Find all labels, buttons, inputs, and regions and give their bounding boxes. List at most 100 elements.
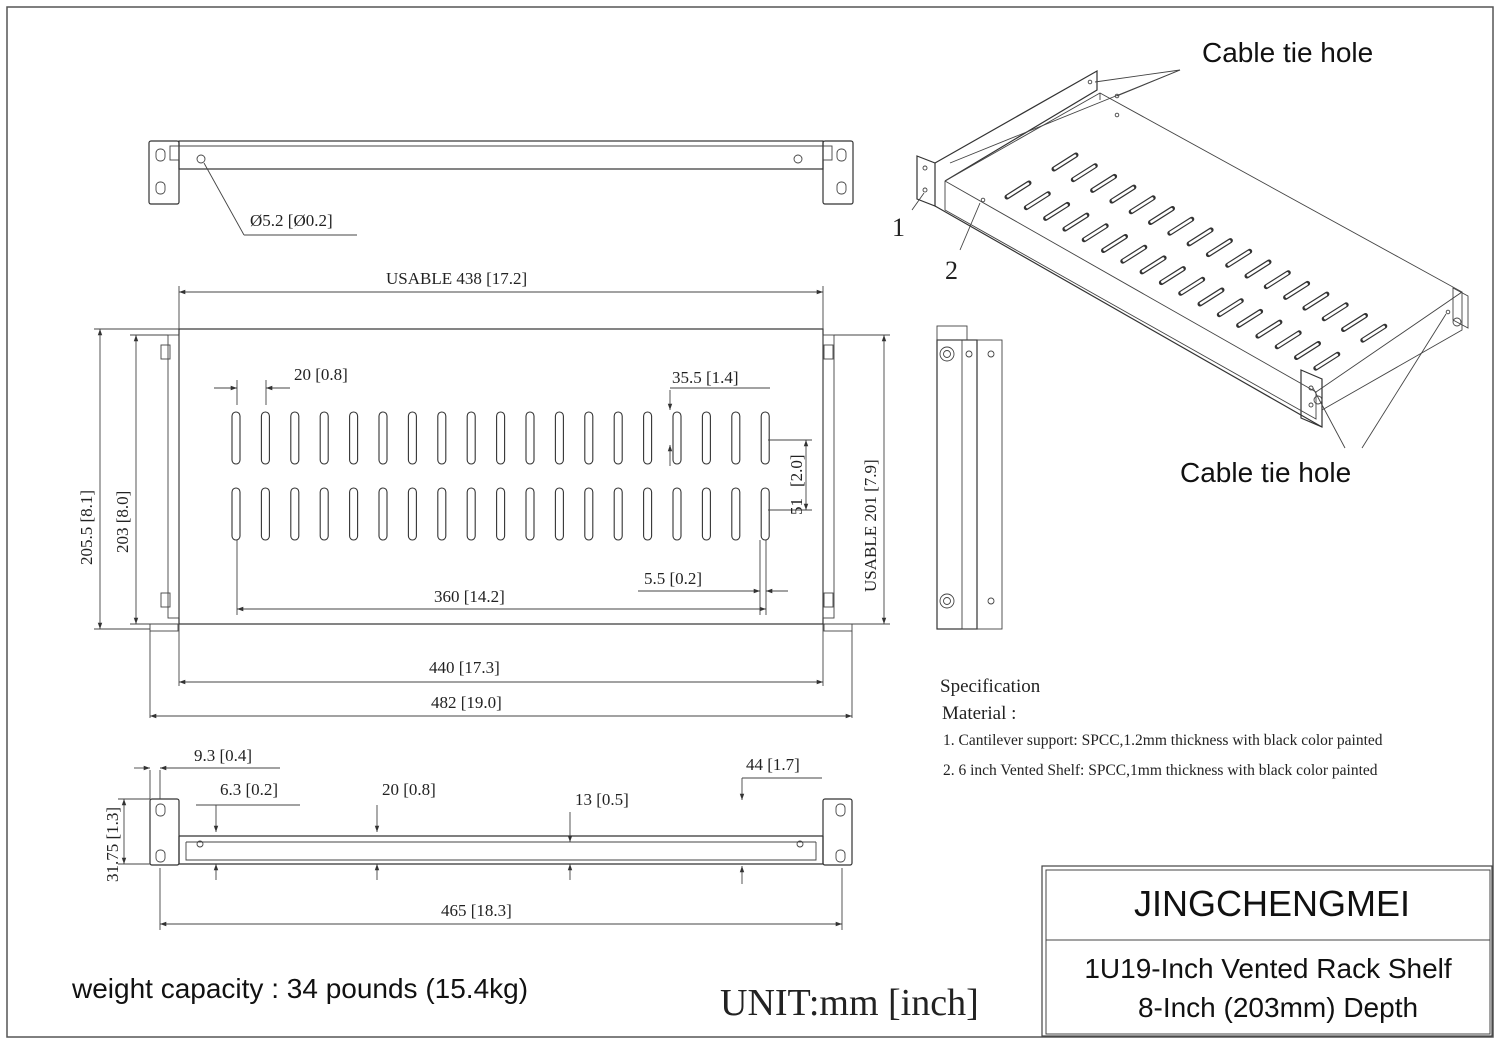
iso-vent-slot-inner [1208, 240, 1231, 256]
unit-label: UNIT:mm [inch] [720, 982, 979, 1024]
vent-slot [760, 487, 770, 541]
plan-view [149, 328, 853, 718]
title-brand: JINGCHENGMEI [1134, 883, 1410, 924]
vent-slot [672, 487, 682, 541]
callout-part-1: 1 [892, 213, 905, 242]
iso-vent-slot-inner [1315, 353, 1339, 369]
vent-slot [407, 487, 417, 541]
dim-inner-width: 440 [17.3] [429, 658, 500, 677]
iso-vent-slot-inner [1169, 218, 1193, 234]
vent-slot [584, 487, 594, 541]
vent-slot [349, 411, 359, 465]
dim-hole-diameter: Ø5.2 [Ø0.2] [250, 211, 333, 230]
iso-vent-slot-inner [1006, 182, 1030, 198]
vent-slot [437, 411, 447, 465]
iso-vent-slot-inner [1150, 207, 1173, 224]
iso-vent-slot-inner [1276, 332, 1300, 348]
top-view [148, 140, 854, 236]
iso-vent-slot-inner [1083, 225, 1107, 241]
iso-vent-slot-inner [1111, 186, 1135, 202]
front-view [149, 798, 853, 866]
iso-vent-slot-inner [1362, 325, 1386, 341]
vent-slot [525, 487, 535, 541]
iso-vent-slot-inner [1323, 304, 1347, 320]
vent-slot [496, 487, 506, 541]
vent-slot [260, 411, 270, 465]
iso-vent-slot-inner [1199, 289, 1223, 305]
iso-vent-slot-inner [1161, 267, 1184, 284]
vent-slot [760, 411, 770, 465]
iso-vent-slot-inner [1045, 203, 1068, 219]
dim-front-height: 44 [1.7] [746, 755, 800, 774]
title-block [1041, 865, 1493, 1037]
vent-slot [731, 487, 741, 541]
dim-front-spacing: 20 [0.8] [382, 780, 436, 799]
dim-slot-width: 20 [0.8] [294, 365, 348, 384]
dim-mount-span: 465 [18.3] [441, 901, 512, 920]
vent-slot [731, 411, 741, 465]
dim-gap: 5.5 [0.2] [644, 569, 702, 588]
dim-ear-hole: 6.3 [0.2] [220, 780, 278, 799]
dim-front-gap: 13 [0.5] [575, 790, 629, 809]
dim-slot-length: [2.0] [787, 454, 806, 487]
vent-slot [672, 411, 682, 465]
iso-vent-slot-inner [1141, 257, 1165, 273]
iso-vent-slot-inner [1266, 272, 1289, 288]
iso-vent-slot-inner [1026, 193, 1049, 209]
spec-material-label: Material : [942, 703, 1016, 724]
dim-slot-row-span: 51 [787, 498, 806, 515]
title-product-line1: 1U19-Inch Vented Rack Shelf [1084, 953, 1452, 984]
iso-vent-slot-inner [1257, 321, 1281, 337]
iso-vent-slot-inner [1296, 342, 1319, 359]
iso-vent-slot-inner [1064, 214, 1088, 230]
callout-cable-tie-bottom: Cable tie hole [1180, 457, 1351, 488]
iso-vent-slot-inner [1246, 261, 1270, 277]
vent-slot [378, 411, 388, 465]
front-dimensions [118, 765, 843, 930]
vent-slot [319, 411, 329, 465]
title-product-line2: 8-Inch (203mm) Depth [1138, 992, 1418, 1023]
isometric-view [911, 69, 1469, 449]
vent-slot [466, 411, 476, 465]
vent-slot [643, 411, 653, 465]
dim-rack-unit: 31.75 [1.3] [103, 807, 122, 882]
iso-vent-slot-inner [1304, 293, 1328, 309]
weight-capacity: weight capacity : 34 pounds (15.4kg) [71, 973, 528, 1004]
dim-usable-width: USABLE 438 [17.2] [386, 269, 527, 288]
plan-dimensions [94, 286, 890, 719]
vent-slot [231, 411, 241, 465]
iso-vent-slot-inner [1227, 250, 1250, 266]
vent-slot [496, 411, 506, 465]
spec-item-2: 2. 6 inch Vented Shelf: SPCC,1mm thickne… [943, 762, 1378, 779]
vent-slot [349, 487, 359, 541]
vent-slot [701, 411, 711, 465]
spec-item-1: 1. Cantilever support: SPCC,1.2mm thickn… [943, 732, 1383, 749]
iso-vent-slot-inner [1219, 300, 1242, 316]
vent-slot [613, 411, 623, 465]
drawing-border [6, 6, 1494, 1038]
vent-slot [643, 487, 653, 541]
dim-depth: 203 [8.0] [113, 491, 132, 553]
iso-vent-slot-inner [1053, 154, 1077, 170]
vent-slot [554, 487, 564, 541]
side-view [936, 325, 1003, 630]
dim-slot-pitch: 35.5 [1.4] [672, 368, 739, 387]
vent-slot [466, 487, 476, 541]
vent-slots [231, 411, 770, 541]
spec-heading: Specification [940, 676, 1041, 697]
iso-vent-slot-inner [1103, 235, 1126, 252]
vent-slot [525, 411, 535, 465]
callout-cable-tie-top: Cable tie hole [1202, 37, 1373, 68]
vent-slot [290, 487, 300, 541]
vent-slot [260, 487, 270, 541]
callout-part-2: 2 [945, 256, 958, 285]
vent-slot [231, 487, 241, 541]
vent-slot [584, 411, 594, 465]
iso-vent-slot-inner [1180, 278, 1203, 294]
dim-overall-width: 482 [19.0] [431, 693, 502, 712]
isometric-vent-slots [1004, 152, 1388, 371]
vent-slot [319, 487, 329, 541]
vent-slot [554, 411, 564, 465]
dim-slot-field: 360 [14.2] [434, 587, 505, 606]
